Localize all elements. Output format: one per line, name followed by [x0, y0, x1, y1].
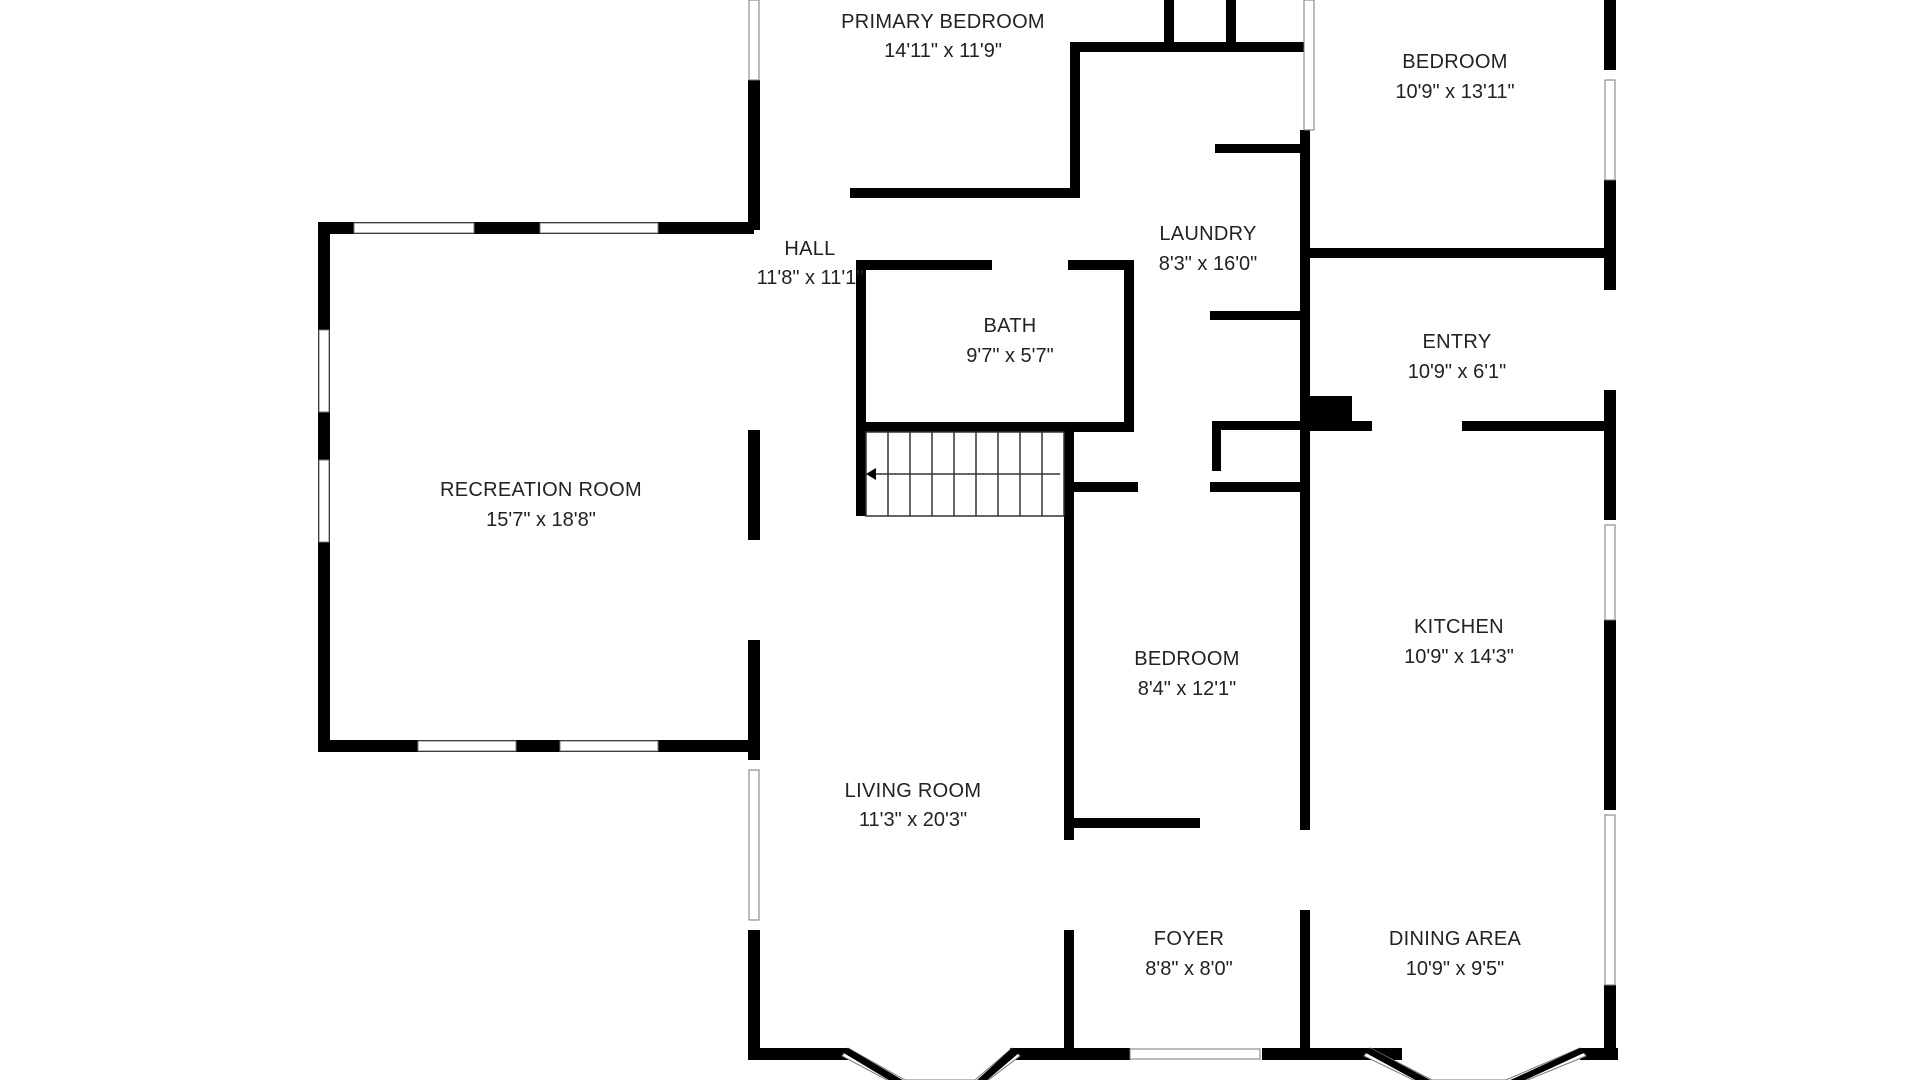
- wall: [1604, 390, 1616, 520]
- window: [1129, 1048, 1261, 1060]
- bay-window: [1510, 1048, 1586, 1080]
- room-dims-kitchen: 10'9" x 14'3": [1404, 646, 1514, 668]
- window: [1604, 79, 1616, 181]
- room-name-foyer: FOYER: [1154, 928, 1224, 950]
- wall: [1604, 985, 1616, 1060]
- wall: [748, 640, 760, 760]
- wall: [1064, 818, 1200, 828]
- staircase: [865, 431, 1065, 517]
- wall: [1064, 818, 1074, 840]
- room-dims-laundry: 8'3" x 16'0": [1159, 253, 1258, 275]
- room-name-dining-area: DINING AREA: [1389, 928, 1522, 950]
- wall: [1300, 130, 1310, 830]
- wall: [1226, 0, 1236, 46]
- room-name-living-room: LIVING ROOM: [845, 780, 982, 802]
- bay-window: [977, 1048, 1020, 1080]
- room-dims-recreation-room: 15'7" x 18'8": [486, 509, 596, 531]
- wall: [856, 260, 866, 430]
- windows: [318, 0, 1616, 1080]
- window: [748, 769, 760, 921]
- room-dims-bath: 9'7" x 5'7": [966, 345, 1053, 367]
- room-dims-foyer: 8'8" x 8'0": [1145, 958, 1232, 980]
- wall: [1070, 42, 1308, 52]
- room-dims-living-room: 11'3" x 20'3": [859, 809, 967, 831]
- stair-arrow-icon: [866, 468, 876, 480]
- room-name-primary-bedroom: PRIMARY BEDROOM: [841, 11, 1045, 33]
- bay-window: [842, 1048, 903, 1080]
- room-name-entry: ENTRY: [1423, 331, 1492, 353]
- wall: [1210, 482, 1310, 492]
- wall: [856, 422, 1134, 432]
- window: [417, 740, 517, 752]
- window: [539, 222, 659, 234]
- room-name-bedroom-center: BEDROOM: [1134, 648, 1239, 670]
- wall: [748, 930, 760, 1060]
- wall: [748, 80, 760, 230]
- room-name-bath: BATH: [983, 315, 1036, 337]
- wall: [856, 260, 992, 270]
- room-labels: PRIMARY BEDROOM 14'11" x 11'9" BEDROOM 1…: [440, 11, 1521, 980]
- room-dims-bedroom-ne: 10'9" x 13'11": [1395, 81, 1514, 103]
- wall: [1604, 180, 1616, 290]
- wall: [1124, 260, 1134, 432]
- wall: [1215, 144, 1305, 153]
- wall: [748, 1048, 848, 1060]
- room-dims-primary-bedroom: 14'11" x 11'9": [884, 40, 1002, 62]
- room-dims-hall: 11'8" x 11'1": [757, 267, 864, 289]
- window: [1604, 814, 1616, 986]
- room-name-bedroom-ne: BEDROOM: [1402, 51, 1507, 73]
- wall: [1604, 620, 1616, 810]
- wall: [1164, 0, 1174, 46]
- window: [748, 0, 760, 81]
- window: [1604, 524, 1616, 621]
- wall: [1212, 421, 1305, 430]
- window: [559, 740, 659, 752]
- wall: [1064, 930, 1074, 1060]
- window: [353, 222, 475, 234]
- wall: [1070, 42, 1080, 198]
- wall: [850, 188, 1080, 198]
- room-name-hall: HALL: [784, 238, 835, 260]
- wall: [1210, 311, 1305, 320]
- wall: [1300, 1048, 1370, 1060]
- window: [1303, 0, 1315, 131]
- room-name-kitchen: KITCHEN: [1414, 616, 1504, 638]
- wall: [1310, 396, 1352, 426]
- room-dims-dining-area: 10'9" x 9'5": [1406, 958, 1505, 980]
- window: [318, 329, 330, 413]
- walls: [318, 0, 1618, 1060]
- wall: [1604, 0, 1616, 70]
- wall: [748, 430, 760, 540]
- wall: [1064, 482, 1138, 492]
- wall: [1300, 910, 1310, 1060]
- room-name-recreation-room: RECREATION ROOM: [440, 479, 642, 501]
- wall: [1068, 260, 1132, 270]
- wall: [1306, 248, 1610, 258]
- wall: [856, 430, 866, 516]
- wall: [1064, 428, 1074, 838]
- window: [318, 459, 330, 543]
- room-dims-bedroom-center: 8'4" x 12'1": [1138, 678, 1237, 700]
- room-dims-entry: 10'9" x 6'1": [1408, 361, 1507, 383]
- room-name-laundry: LAUNDRY: [1159, 223, 1256, 245]
- wall: [1462, 421, 1610, 431]
- wall: [1212, 421, 1221, 471]
- wall: [318, 740, 754, 752]
- bay-window: [1364, 1048, 1431, 1080]
